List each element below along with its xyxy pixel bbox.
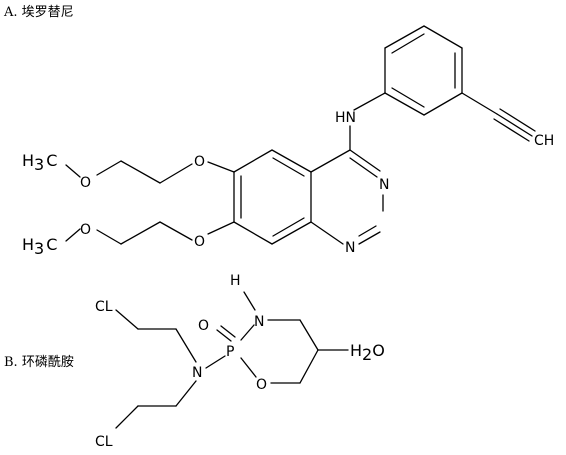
cl-bottom-label: CL [95, 434, 113, 450]
o-oxo-label: O [198, 318, 209, 334]
h-on-n-label: H [230, 273, 241, 289]
bond-c7-o [207, 221, 235, 235]
o-ring-label: O [256, 377, 267, 393]
caption-a: A. 埃罗替尼 [3, 5, 74, 20]
n-exo-label: N [192, 365, 202, 381]
n1-label: N [379, 177, 389, 193]
caption-b: B. 环磷酰胺 [4, 355, 74, 370]
alkyne-ch-label: CH [534, 133, 554, 149]
phosphoryl-bond [216, 325, 236, 342]
n3-label: N [345, 240, 355, 256]
phenyl-ring [384, 25, 463, 116]
o-chain-top-label: O [80, 175, 91, 191]
oxazaphosphinane-ring [240, 319, 319, 384]
bond-n-h [243, 291, 256, 311]
methoxyethoxy-chain-top [65, 160, 193, 184]
bond-c6-o [207, 161, 235, 173]
chloroethyl-arm-top [115, 309, 197, 363]
chloroethyl-arm-bottom [115, 380, 197, 429]
erlotinib-structure: CH HN N N [22, 25, 554, 258]
ethynyl-group [461, 92, 536, 142]
bond-n-p [205, 355, 226, 369]
o6-label: O [194, 154, 205, 170]
cl-top-label: CL [95, 299, 113, 315]
benzo-ring [233, 149, 312, 245]
cyclophosphamide-structure: CL N CL P O N [95, 273, 385, 450]
bond-nh-phenyl [353, 92, 386, 111]
water-label: H2O [350, 341, 385, 364]
p-label: P [226, 344, 234, 360]
pyrimidine-ring [310, 149, 384, 245]
n-ring-label: N [254, 314, 264, 330]
nh-label: HN [335, 110, 356, 126]
o7-label: O [194, 234, 205, 250]
o-chain-bottom-label: O [80, 222, 91, 238]
methoxyethoxy-chain-bottom [65, 221, 193, 245]
